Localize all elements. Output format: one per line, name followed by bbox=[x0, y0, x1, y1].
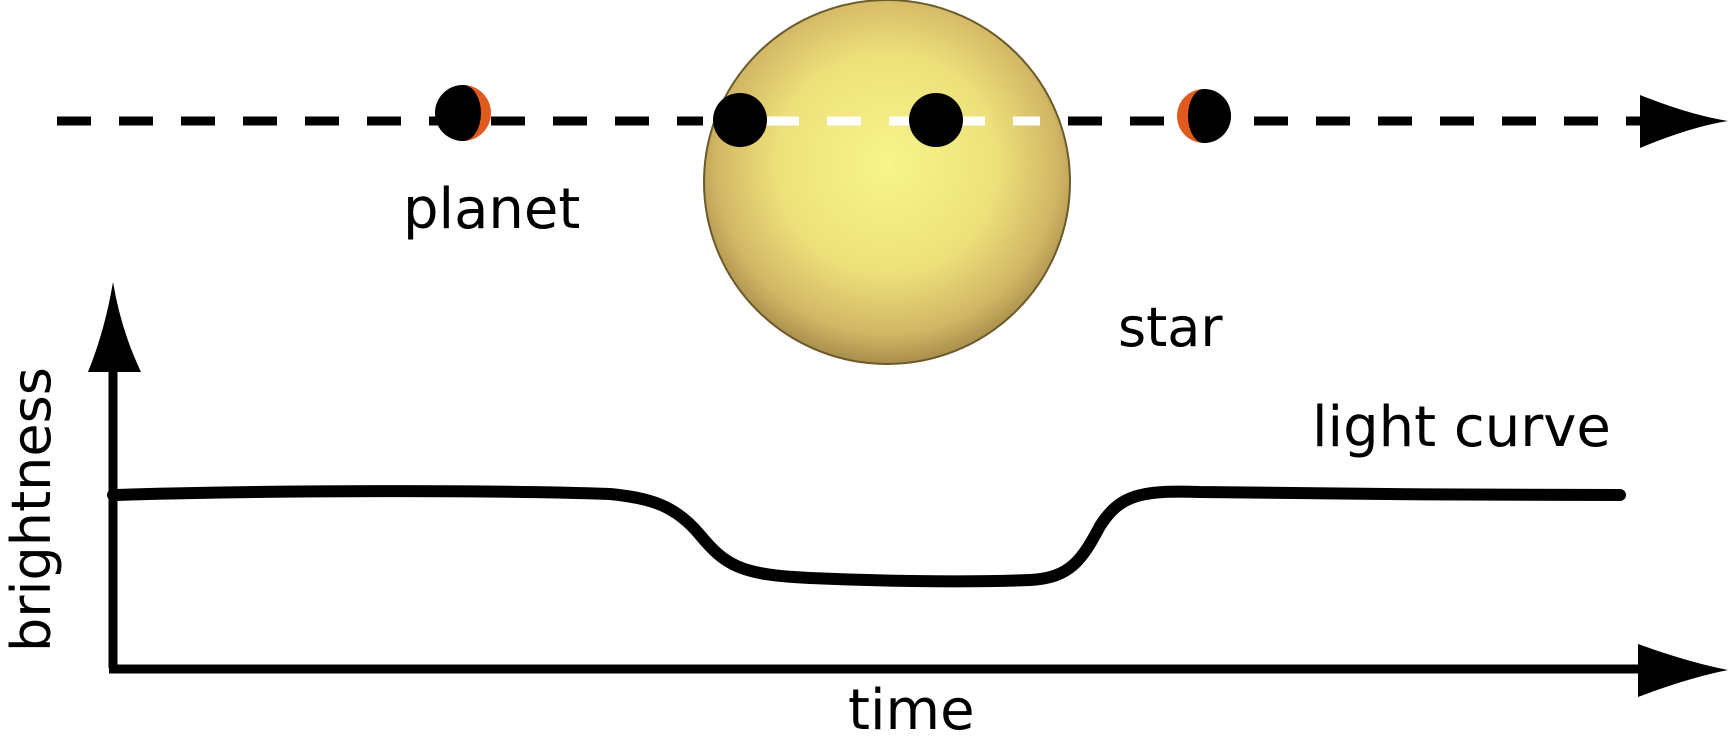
orbit-path bbox=[57, 95, 1728, 148]
planet-transit-center bbox=[909, 93, 963, 147]
planet-egress-icon bbox=[1177, 88, 1232, 144]
x-axis-arrow-icon bbox=[1638, 644, 1728, 697]
planet-transit-ingress bbox=[713, 93, 767, 147]
planet-icon bbox=[435, 85, 491, 141]
y-axis-arrow-icon bbox=[88, 282, 141, 372]
y-axis-label: brightness bbox=[0, 367, 63, 652]
light-curve-label: light curve bbox=[1312, 395, 1611, 460]
orbit-arrow-icon bbox=[1640, 95, 1728, 148]
x-axis bbox=[109, 644, 1728, 697]
planet-label: planet bbox=[403, 177, 580, 242]
light-curve-line bbox=[107, 485, 1626, 588]
star-icon bbox=[703, 0, 1071, 365]
x-axis-label: time bbox=[848, 678, 975, 736]
star-label: star bbox=[1118, 296, 1223, 359]
y-axis bbox=[88, 282, 141, 668]
